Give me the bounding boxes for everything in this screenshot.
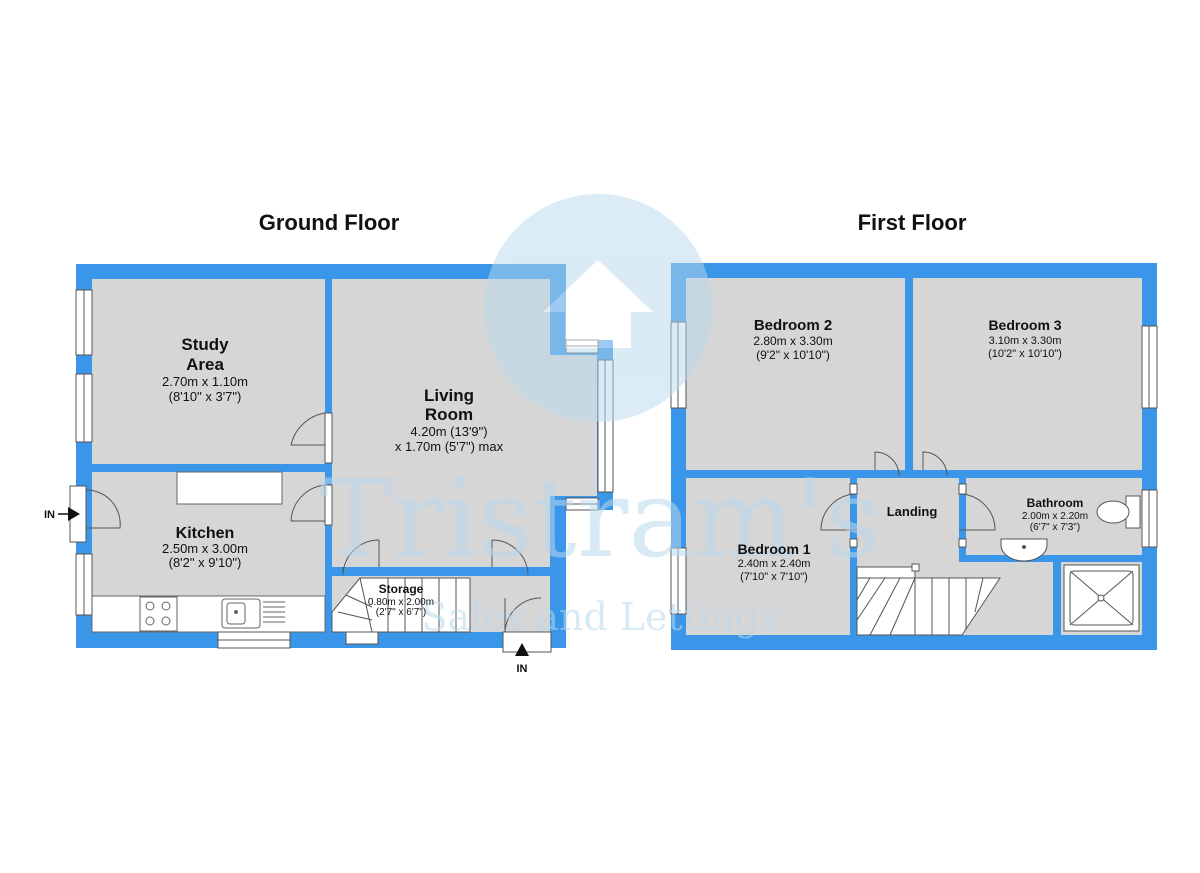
study-area-dimensions-imperial: (8'10" x 3'7") [169,389,242,404]
first-floor [670,263,1158,650]
kitchen-dimensions: 2.50m x 3.00m [162,541,248,556]
living-room-name-2: Room [425,405,473,424]
bedroom-3-room [913,278,1142,470]
bedroom-2-dimensions-imperial: (9'2" x 10'10") [756,348,830,362]
watermark: Tristram's Sales and Lettings [320,194,881,639]
watermark-tagline: Sales and Lettings [421,595,778,639]
bedroom-3-dimensions-imperial: (10'2" x 10'10") [988,348,1062,360]
bedroom-3-name: Bedroom 3 [988,317,1061,333]
bedroom-2-dimensions: 2.80m x 3.30m [753,334,832,348]
side-entrance-label: IN [44,509,55,521]
study-area-room [92,279,325,464]
bedroom-1-dimensions-imperial: (7'10" x 7'10") [740,571,808,583]
sink-icon [221,598,285,629]
landing-name: Landing [887,504,938,519]
kitchen-dimensions-imperial: (8'2" x 9'10") [169,555,242,570]
storage-dimensions-imperial: (2'7" x 6'7") [376,607,426,618]
ground-stairs [331,577,471,633]
shower-tray-icon [1063,564,1140,632]
kitchen-worktop [91,595,326,633]
bedroom-1-dimensions: 2.40m x 2.40m [738,558,811,570]
first-floor-stairs [856,563,1001,636]
washbasin-icon [1000,538,1048,562]
bathroom-name: Bathroom [1027,496,1084,510]
ground-floor-title: Ground Floor [259,210,400,235]
bedroom-1-name: Bedroom 1 [737,541,810,557]
bedroom-1-room [686,478,850,635]
kitchen-name: Kitchen [176,525,235,542]
living-room-dimensions-2: x 1.70m (5'7") max [395,439,504,454]
house-logo-icon [484,194,712,422]
study-area-dimensions: 2.70m x 1.10m [162,374,248,389]
bedroom-2-name: Bedroom 2 [754,317,832,334]
study-area-name: Study [181,335,229,354]
storage-dimensions: 0.80m x 2.00m [368,597,434,608]
bedroom-3-dimensions: 3.10m x 3.30m [989,335,1062,347]
living-room-dimensions: 4.20m (13'9") [410,424,487,439]
front-entrance-label: IN [517,663,528,675]
bathroom-dimensions-imperial: (6'7" x 7'3") [1030,522,1080,533]
study-area-name-2: Area [186,355,224,374]
bedroom-2-room [686,278,905,470]
hob-icon [139,596,178,632]
living-room-name: Living [424,386,474,405]
storage-name: Storage [379,582,424,596]
first-floor-doors [820,451,996,548]
kitchen-counter [176,471,283,505]
first-floor-title: First Floor [858,210,967,235]
watermark-brand: Tristram's [320,457,881,582]
side-entrance-arrow-icon [58,507,80,521]
ground-doors [69,412,552,653]
bathroom-dimensions: 2.00m x 2.20m [1022,511,1088,522]
front-entrance-arrow-icon [515,643,529,656]
toilet-icon [1096,495,1141,529]
